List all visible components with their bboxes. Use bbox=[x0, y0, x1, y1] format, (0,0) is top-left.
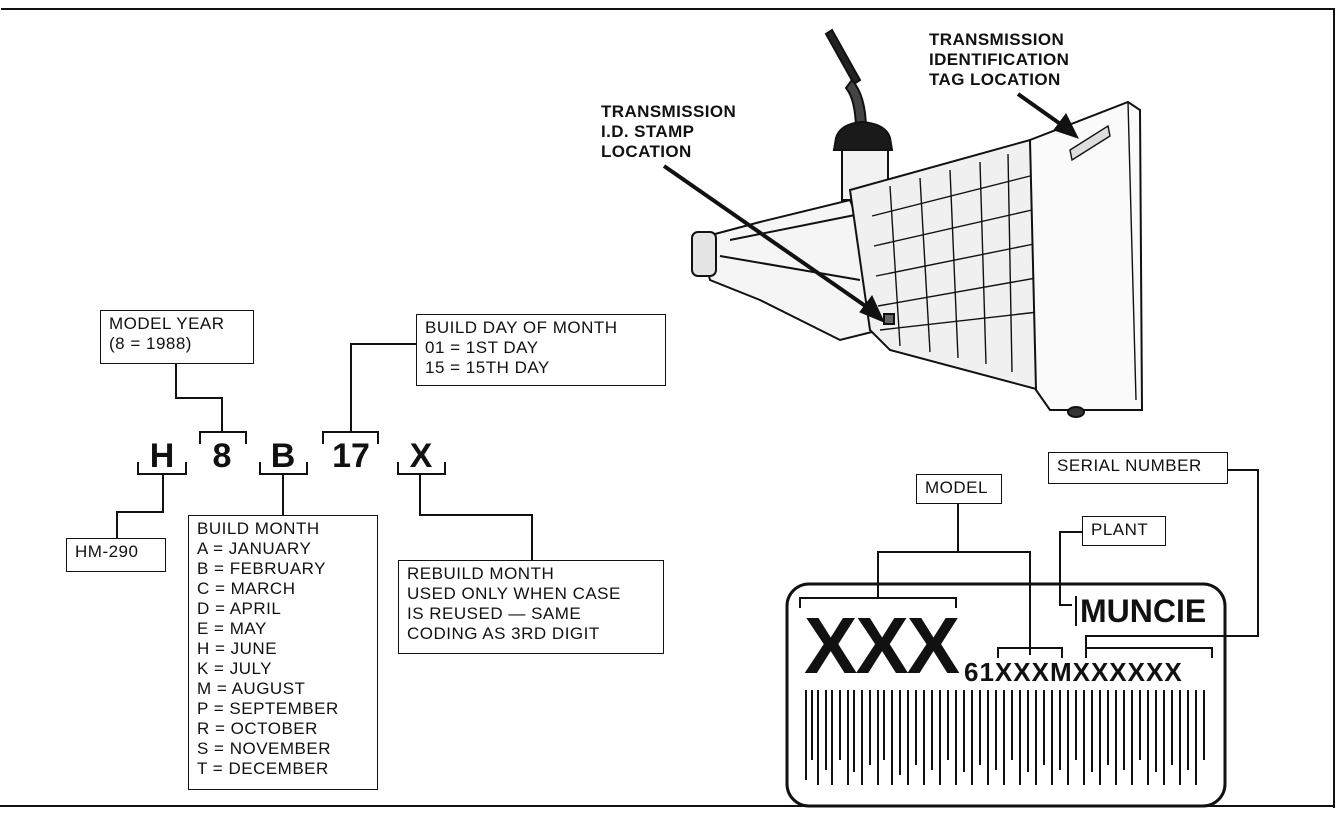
tag-model-code: XXX bbox=[804, 601, 960, 690]
box-line: A = JANUARY bbox=[197, 539, 312, 558]
wire-plant bbox=[1059, 531, 1082, 606]
model-name-box: HM-290 bbox=[66, 538, 166, 572]
callout-line: I.D. STAMP bbox=[601, 122, 695, 141]
box-line: 01 = 1ST DAY bbox=[425, 338, 539, 357]
arrow-tag-line bbox=[1016, 92, 1068, 130]
wire-build-day bbox=[350, 343, 416, 432]
callout-line: TRANSMISSION bbox=[929, 30, 1065, 49]
box-line: E = MAY bbox=[197, 619, 267, 638]
transmission-illustration bbox=[691, 28, 1144, 418]
frame-top-border bbox=[1, 8, 1335, 10]
box-line: C = MARCH bbox=[197, 579, 296, 598]
box-line: USED ONLY WHEN CASE bbox=[407, 584, 621, 603]
box-line: P = SEPTEMBER bbox=[197, 699, 339, 718]
box-line: S = NOVEMBER bbox=[197, 739, 332, 758]
code-char-month: B bbox=[270, 437, 296, 475]
callout-line: TRANSMISSION bbox=[601, 102, 737, 121]
tag-serial-label: SERIAL NUMBER bbox=[1048, 452, 1228, 484]
box-line: H = JUNE bbox=[197, 639, 278, 658]
box-line: REBUILD MONTH bbox=[407, 564, 555, 583]
box-line: PLANT bbox=[1091, 520, 1149, 539]
code-char-year: 8 bbox=[212, 437, 232, 475]
callout-line: LOCATION bbox=[601, 142, 692, 161]
box-line: MODEL YEAR bbox=[109, 314, 225, 333]
box-line: R = OCTOBER bbox=[197, 719, 318, 738]
tag-plant-label: PLANT bbox=[1082, 516, 1166, 546]
code-char-day: 17 bbox=[332, 437, 370, 475]
arrow-tag-head bbox=[1053, 113, 1079, 139]
box-line: BUILD MONTH bbox=[197, 519, 320, 538]
box-line: SERIAL NUMBER bbox=[1057, 456, 1202, 475]
code-char-plant: H bbox=[149, 437, 175, 475]
build-month-box: BUILD MONTH A = JANUARY B = FEBRUARY C =… bbox=[188, 515, 378, 790]
box-line: MODEL bbox=[925, 478, 988, 497]
build-day-box: BUILD DAY OF MONTH 01 = 1ST DAY 15 = 15T… bbox=[416, 314, 666, 386]
tag-serial-text: 61XXXMXXXXXX bbox=[964, 657, 1183, 687]
wire-model-serial bbox=[958, 551, 1031, 655]
box-line: K = JULY bbox=[197, 659, 273, 678]
box-line: (8 = 1988) bbox=[109, 334, 192, 353]
box-line: M = AUGUST bbox=[197, 679, 306, 698]
box-line: T = DECEMBER bbox=[197, 759, 329, 778]
wire-model bbox=[877, 502, 959, 598]
arrow-stamp-head bbox=[859, 295, 885, 323]
wire-rebuild bbox=[419, 474, 533, 560]
tag-model-label: MODEL bbox=[916, 474, 1002, 504]
box-line: IS REUSED — SAME bbox=[407, 604, 582, 623]
callout-tag-location: TRANSMISSION IDENTIFICATION TAG LOCATION bbox=[929, 30, 1069, 90]
arrow-stamp-line bbox=[662, 164, 876, 314]
model-year-box: MODEL YEAR (8 = 1988) bbox=[100, 310, 254, 364]
code-char-rebuild: X bbox=[409, 437, 433, 475]
callout-line: IDENTIFICATION bbox=[929, 50, 1070, 69]
callout-stamp-location: TRANSMISSION I.D. STAMP LOCATION bbox=[601, 102, 736, 162]
callout-line: TAG LOCATION bbox=[929, 70, 1061, 89]
frame-bottom-border bbox=[0, 805, 1335, 807]
box-line: B = FEBRUARY bbox=[197, 559, 326, 578]
box-line: 15 = 15TH DAY bbox=[425, 358, 550, 377]
box-line: BUILD DAY OF MONTH bbox=[425, 318, 618, 337]
tag-plant-name: MUNCIE bbox=[1080, 593, 1207, 629]
wire-hm290 bbox=[116, 474, 164, 538]
box-line: HM-290 bbox=[75, 542, 139, 561]
frame-right-border bbox=[1333, 8, 1335, 808]
box-line: D = APRIL bbox=[197, 599, 282, 618]
wire-model-year bbox=[175, 364, 223, 432]
rebuild-month-box: REBUILD MONTH USED ONLY WHEN CASE IS REU… bbox=[398, 560, 664, 654]
box-line: CODING AS 3RD DIGIT bbox=[407, 624, 600, 643]
